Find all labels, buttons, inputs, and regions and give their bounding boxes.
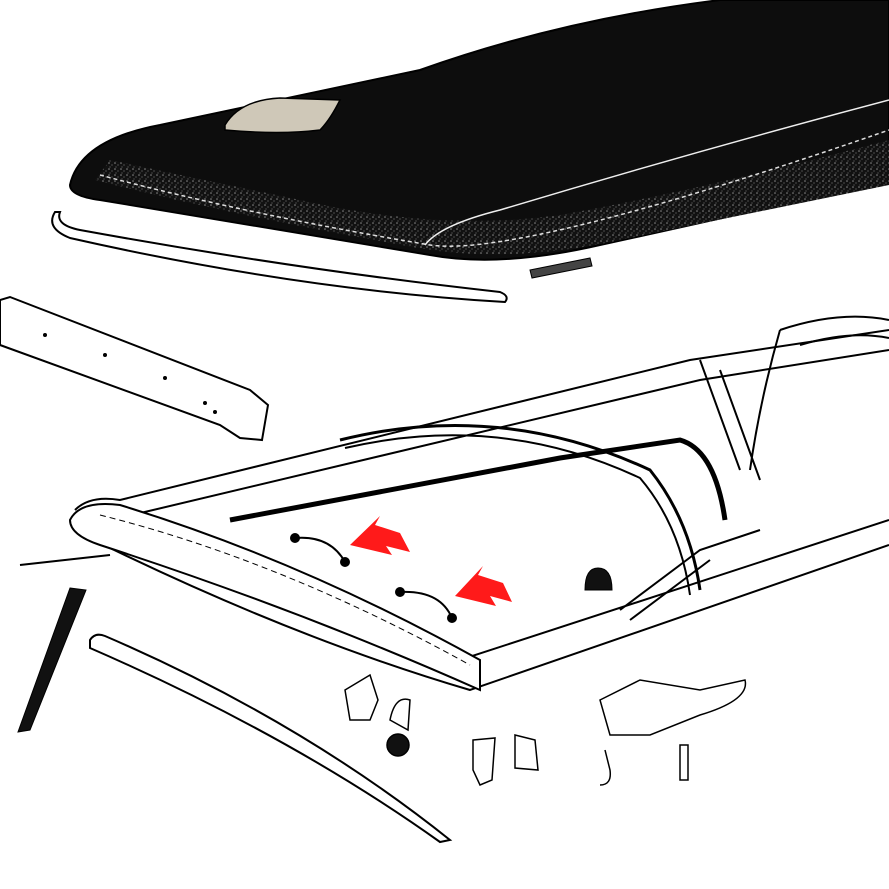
red-arrow-icon [455,566,512,606]
latch-assembly-left [344,673,539,786]
lower-weatherstrip [89,633,453,844]
side-rod [17,587,87,733]
strap-1 [290,533,350,567]
rubber-bumper [584,567,613,591]
red-arrow-icon [350,516,410,555]
header-bow-board [0,295,270,442]
latch-assembly-right [599,679,747,786]
front-trim-strip [51,211,508,304]
top-frame [74,315,889,692]
top-zipper-pull [529,257,593,279]
front-bow [68,503,481,692]
soft-top-cover [68,0,889,279]
wire-rod [19,554,111,566]
top-cutaway-padding [224,97,342,134]
strap-2 [395,587,457,623]
